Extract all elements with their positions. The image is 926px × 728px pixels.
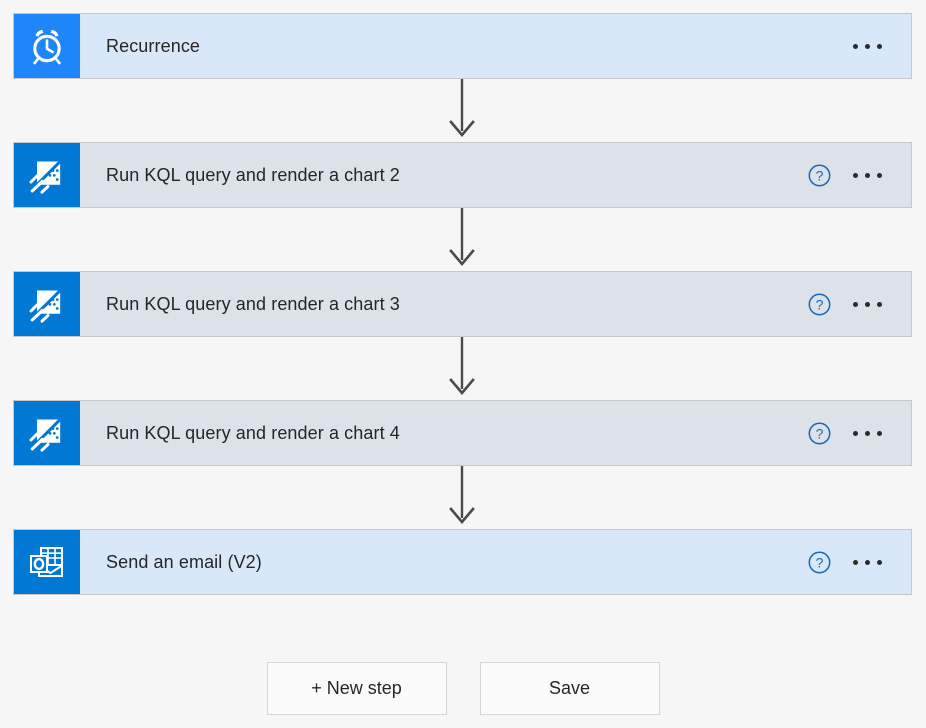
menu-dot <box>852 172 858 178</box>
step-actions <box>841 14 911 78</box>
step-menu-button[interactable] <box>841 282 893 326</box>
new-step-button[interactable]: + New step <box>266 662 447 715</box>
save-button[interactable]: Save <box>479 662 660 715</box>
menu-dot <box>864 430 870 436</box>
svg-text:?: ? <box>815 167 823 183</box>
help-icon[interactable]: ? <box>797 153 841 197</box>
step-card-recurrence[interactable]: Recurrence <box>13 13 912 79</box>
step-menu-button[interactable] <box>841 411 893 455</box>
alarm-clock-icon <box>14 14 80 78</box>
azure-data-explorer-kusto-icon <box>14 143 80 207</box>
step-title: Send an email (V2) <box>106 551 262 572</box>
menu-dot <box>876 43 882 49</box>
menu-dot <box>876 172 882 178</box>
svg-text:?: ? <box>815 425 823 441</box>
svg-text:?: ? <box>815 554 823 570</box>
step-card-kql-chart-4[interactable]: Run KQL query and render a chart 4 ? <box>13 400 912 466</box>
menu-dot <box>876 301 882 307</box>
step-actions: ? <box>797 401 911 465</box>
step-actions: ? <box>797 272 911 336</box>
menu-dot <box>852 559 858 565</box>
menu-dot <box>864 301 870 307</box>
menu-dot <box>864 172 870 178</box>
step-menu-button[interactable] <box>841 153 893 197</box>
step-menu-button[interactable] <box>841 540 893 584</box>
outlook-envelope-icon <box>14 530 80 594</box>
connector-arrow <box>447 208 477 271</box>
help-icon[interactable]: ? <box>797 540 841 584</box>
step-title: Run KQL query and render a chart 3 <box>106 293 400 314</box>
menu-dot <box>852 43 858 49</box>
step-title: Recurrence <box>106 35 201 56</box>
svg-text:?: ? <box>815 296 823 312</box>
help-icon[interactable]: ? <box>797 411 841 455</box>
step-card-kql-chart-3[interactable]: Run KQL query and render a chart 3 ? <box>13 271 912 337</box>
help-icon[interactable]: ? <box>797 282 841 326</box>
connector-arrow <box>447 466 477 529</box>
azure-data-explorer-kusto-icon <box>14 401 80 465</box>
step-actions: ? <box>797 530 911 594</box>
menu-dot <box>876 559 882 565</box>
connector-arrow <box>447 337 477 400</box>
step-card-send-email[interactable]: Send an email (V2) ? <box>13 529 912 595</box>
menu-dot <box>864 559 870 565</box>
azure-data-explorer-kusto-icon <box>14 272 80 336</box>
step-card-kql-chart-2[interactable]: Run KQL query and render a chart 2 ? <box>13 142 912 208</box>
menu-dot <box>876 430 882 436</box>
menu-dot <box>852 301 858 307</box>
footer-actions: + New step Save <box>0 662 926 716</box>
step-actions: ? <box>797 143 911 207</box>
step-menu-button[interactable] <box>841 24 893 68</box>
connector-arrow <box>447 79 477 142</box>
menu-dot <box>864 43 870 49</box>
step-title: Run KQL query and render a chart 4 <box>106 422 400 443</box>
menu-dot <box>852 430 858 436</box>
step-title: Run KQL query and render a chart 2 <box>106 164 400 185</box>
